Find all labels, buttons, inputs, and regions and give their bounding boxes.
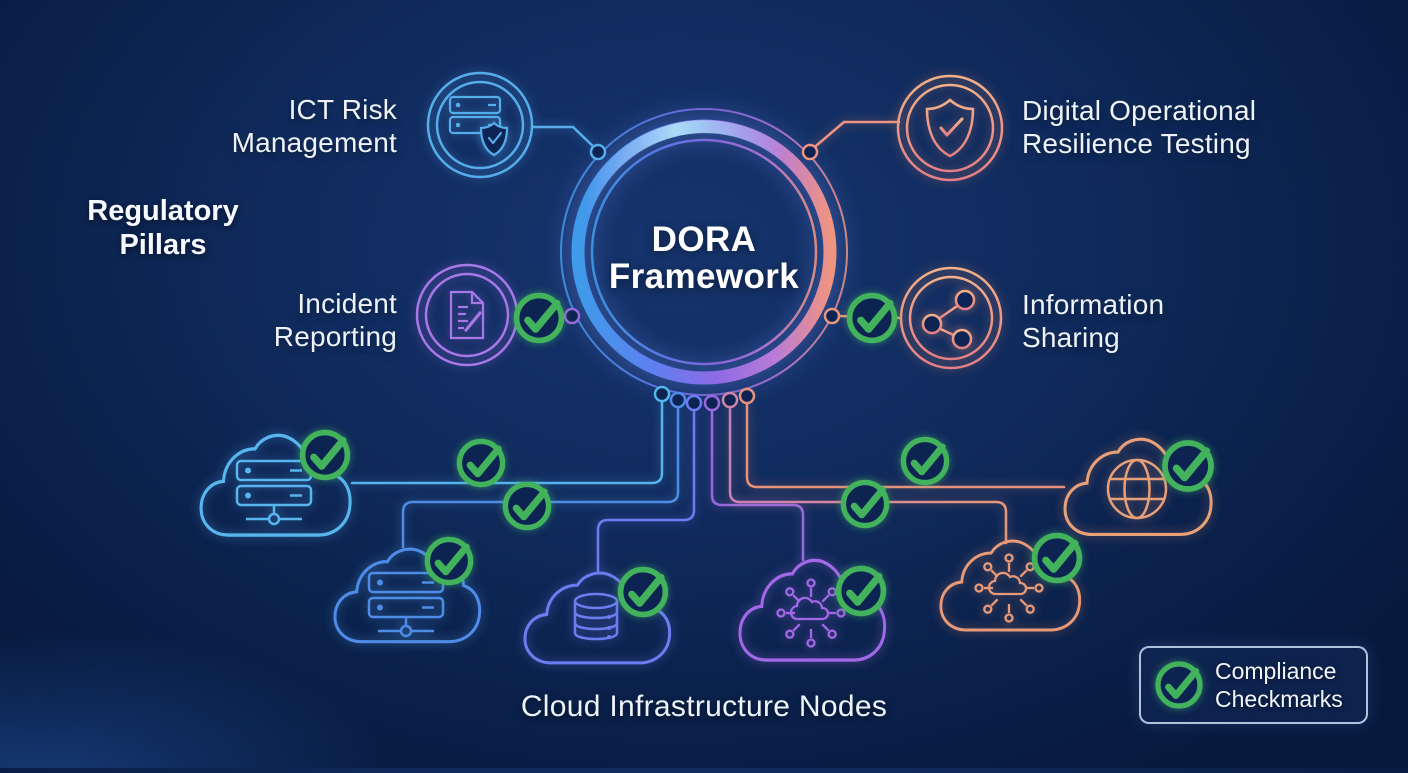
- connector-database-cloud: [596, 408, 696, 574]
- document-pencil-icon: [449, 290, 485, 340]
- pillar-label-incident-reporting: Incident Reporting: [274, 287, 397, 353]
- connector-cloud-upper-left: [350, 398, 664, 485]
- legend-line1: Compliance: [1215, 657, 1337, 684]
- check-icon-cloud-upper-left: [303, 433, 348, 478]
- database-icon: [573, 592, 619, 641]
- check-icon-database-cloud: [621, 570, 666, 615]
- cloud-nodes: [199, 433, 1213, 665]
- pillar-label-ict-risk: ICT Risk Management: [232, 93, 397, 159]
- node-dot: [669, 391, 687, 409]
- pillar-label-line: Reporting: [273, 321, 397, 352]
- inner-ring: [590, 138, 818, 366]
- connector-network-cloud-purple: [710, 408, 805, 562]
- pillar-label-line: Incident: [297, 288, 397, 319]
- server-shield-icon: [448, 95, 509, 157]
- incident-icon-badge: [415, 263, 519, 367]
- check-icon-info-sharing: [850, 296, 895, 341]
- pillar-label-line: ICT Risk: [288, 94, 397, 125]
- pillar-label-information-sharing: Information Sharing: [1022, 288, 1164, 354]
- node-dot: [703, 394, 721, 412]
- connector-ict-risk: [530, 125, 600, 153]
- legend-compliance-checkmarks: Compliance Checkmarks: [1139, 646, 1368, 724]
- node-dot: [721, 391, 739, 409]
- check-icon-line-left-1: [459, 441, 502, 484]
- center-title-dora-framework: DORA Framework: [554, 221, 854, 295]
- network-hub-icon: [974, 553, 1044, 623]
- ict-risk-icon-badge: [426, 71, 534, 179]
- section-label-line2: Pillars: [119, 229, 207, 261]
- shield-check-icon: [925, 98, 975, 158]
- node-dot: [653, 385, 671, 403]
- pillar-label-resilience-testing: Digital Operational Resilience Testing: [1022, 94, 1256, 160]
- check-icon-line-right-2: [843, 482, 886, 525]
- outer-ring: [560, 108, 848, 396]
- connector-globe-cloud: [745, 400, 1066, 489]
- check-icon-network-purple: [839, 569, 884, 614]
- legend-line2: Checkmarks: [1215, 686, 1343, 712]
- center-title-line2: Framework: [608, 257, 800, 296]
- cloud-database: [523, 571, 672, 665]
- info-sharing-icon-badge: [899, 266, 1003, 370]
- dora-ring: [560, 108, 848, 396]
- check-icon-network-orange: [1035, 536, 1080, 581]
- globe-icon: [1106, 458, 1168, 520]
- ring-node-dots: [563, 143, 841, 412]
- node-dot: [589, 143, 607, 161]
- network-hub-icon: [776, 578, 846, 648]
- check-icon-globe-cloud: [1165, 443, 1211, 489]
- legend-text: Compliance Checkmarks: [1215, 657, 1343, 714]
- node-dot: [563, 307, 581, 325]
- check-circle-icon: [1154, 660, 1204, 710]
- pillar-label-line: Digital Operational: [1022, 95, 1257, 126]
- server-rack-icon: [237, 461, 311, 524]
- pillar-label-line: Resilience Testing: [1022, 128, 1251, 159]
- pillar-label-line: Management: [231, 127, 397, 158]
- share-network-icon: [921, 289, 976, 350]
- node-dot: [823, 307, 841, 325]
- ring-highlight: [579, 120, 792, 216]
- check-icon-incident: [517, 296, 562, 341]
- resilience-icon-badge: [896, 74, 1004, 182]
- check-icon-cloud-lower-left: [427, 539, 470, 582]
- check-icon-line-left-2: [505, 484, 548, 527]
- server-rack-icon: [369, 573, 443, 636]
- section-label-line1: Regulatory: [87, 195, 239, 227]
- check-icon-line-right-1: [903, 439, 946, 482]
- cloud-globe: [1063, 437, 1213, 537]
- node-dot: [685, 394, 703, 412]
- node-dot: [738, 387, 756, 405]
- pillar-label-line: Sharing: [1022, 322, 1120, 353]
- connector-resilience: [808, 120, 901, 153]
- section-label-regulatory-pillars: Regulatory Pillars: [60, 194, 266, 262]
- node-dot: [801, 143, 819, 161]
- pillar-label-line: Information: [1022, 289, 1165, 320]
- bottom-label-cloud-infrastructure: Cloud Infrastructure Nodes: [520, 690, 888, 723]
- center-title-line1: DORA: [651, 220, 757, 259]
